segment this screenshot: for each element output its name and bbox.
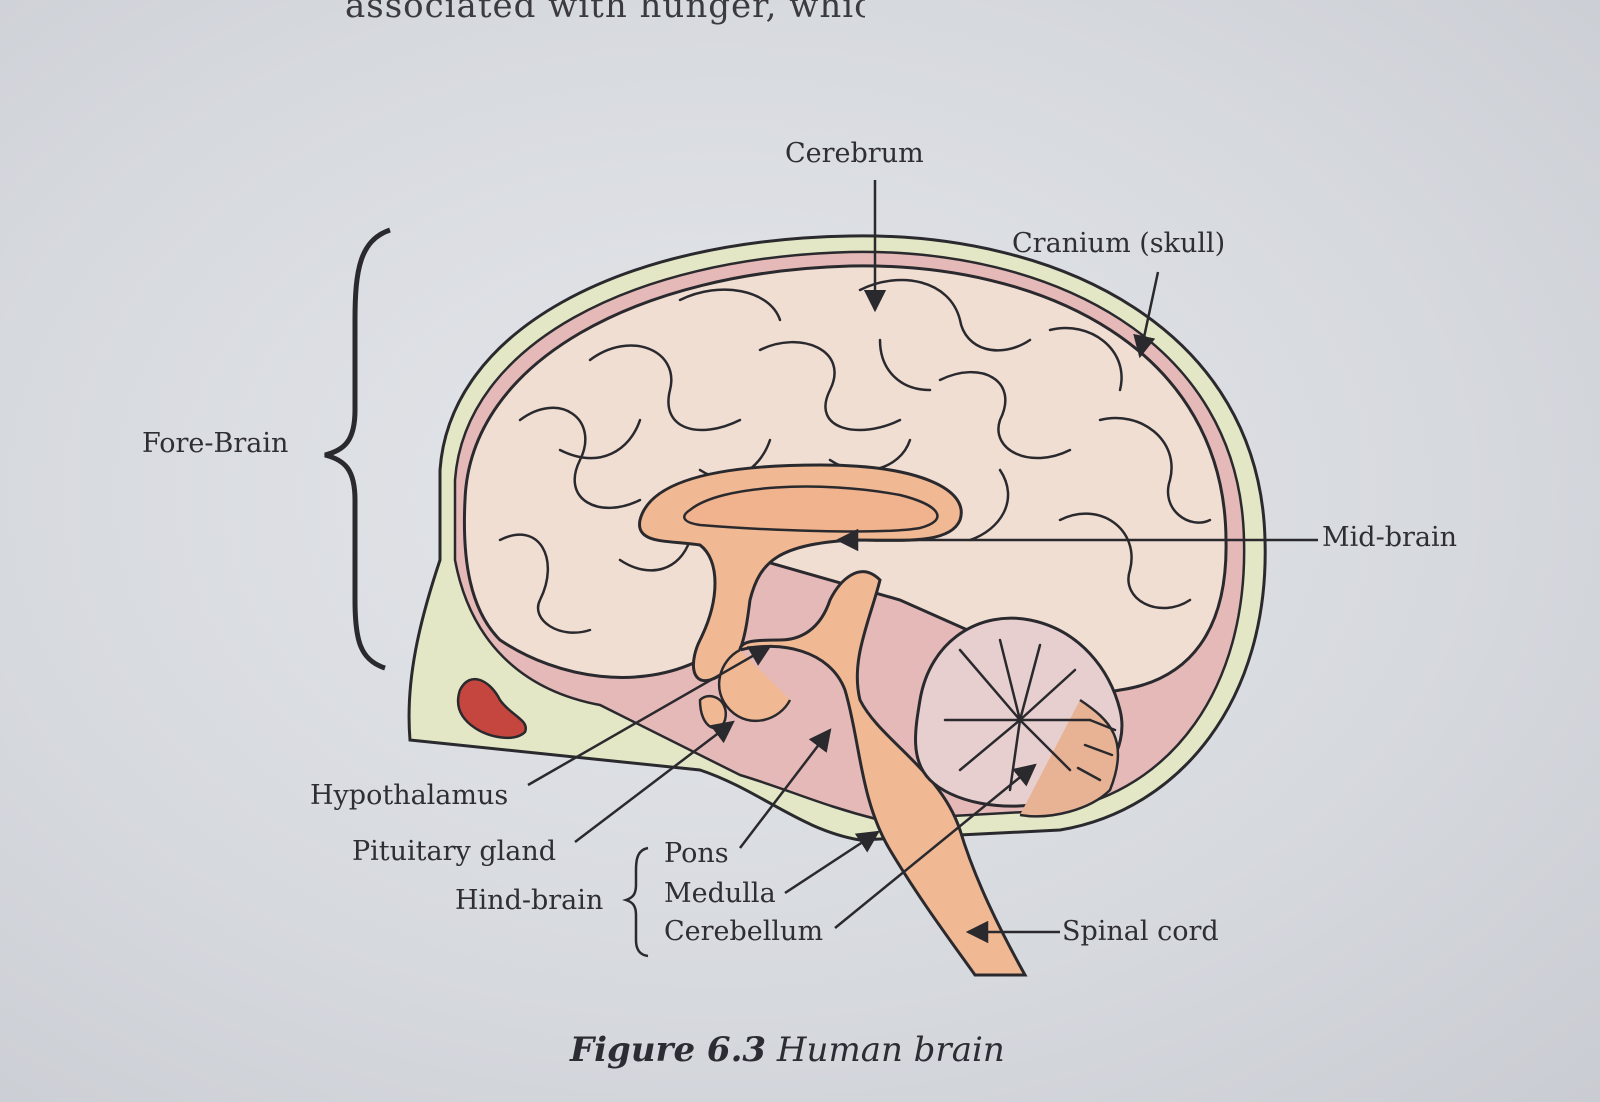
hind-brain-brace (622, 846, 649, 958)
pituitary-shape (698, 694, 728, 730)
figure-number: Figure 6.3 (570, 1030, 767, 1070)
fornix (683, 485, 939, 533)
label-pituitary: Pituitary gland (352, 836, 557, 867)
label-cranium: Cranium (skull) (1012, 228, 1226, 259)
label-cerebellum: Cerebellum (664, 916, 824, 947)
label-mid-brain: Mid-brain (1322, 522, 1457, 553)
pons-pointer (739, 728, 832, 849)
figure-caption: Figure 6.3 Human brain (570, 1030, 1005, 1070)
medulla-pointer (784, 830, 880, 895)
label-cerebrum: Cerebrum (785, 138, 924, 169)
cerebellum-pointer (834, 763, 1037, 929)
label-spinal-cord: Spinal cord (1062, 916, 1219, 947)
pons-bulge (717, 648, 792, 723)
label-fore-brain: Fore-Brain (142, 428, 289, 459)
hypothalamus-pointer (527, 644, 772, 787)
label-hind-brain: Hind-brain (455, 885, 604, 916)
pituitary-red-spot (456, 678, 528, 740)
brainstem (738, 570, 1028, 977)
figure-title: Human brain (776, 1030, 1005, 1070)
cerebellum-shape (914, 616, 1124, 818)
header-text: associated with hunger, which is in the … (345, 0, 865, 26)
fore-brain-brace (324, 227, 391, 671)
label-pons: Pons (664, 838, 729, 869)
pituitary-pointer (574, 720, 735, 843)
label-medulla: Medulla (664, 878, 776, 909)
cranium-pointer (1133, 271, 1160, 359)
label-hypothalamus: Hypothalamus (310, 780, 509, 811)
